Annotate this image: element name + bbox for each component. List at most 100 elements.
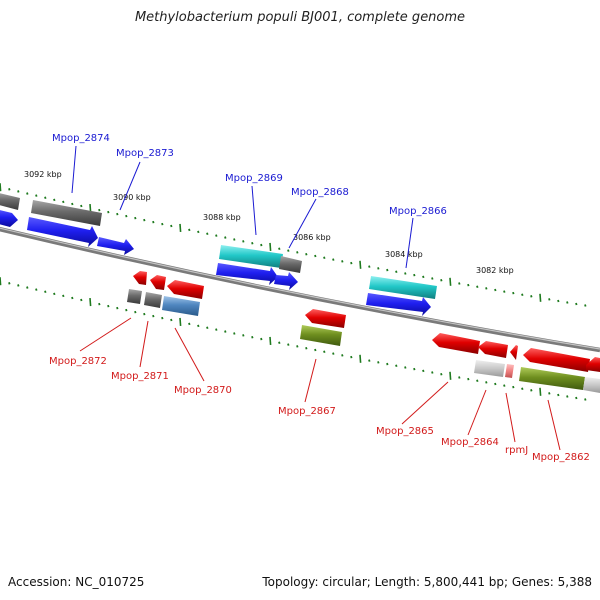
tick-mark bbox=[467, 377, 470, 381]
gene-label-mpop-2870: Mpop_2870 bbox=[174, 385, 232, 396]
tick-mark bbox=[323, 256, 326, 260]
tick-mark bbox=[431, 277, 434, 280]
kbp-label: 3090 kbp bbox=[113, 193, 151, 202]
rna-bar-mpop-2866 bbox=[369, 276, 437, 299]
tick-mark bbox=[17, 284, 20, 287]
tick-mark bbox=[8, 282, 11, 285]
cds-arrow-mpop-2864 bbox=[478, 341, 508, 358]
cds-arrow-edge-right bbox=[586, 357, 600, 372]
tick-mark bbox=[35, 288, 38, 291]
tick-mark bbox=[215, 234, 218, 237]
topology-text: Topology: circular; Length: 5,800,441 bp… bbox=[262, 575, 592, 589]
kbp-tick-marks bbox=[0, 183, 587, 401]
tick-mark bbox=[512, 291, 515, 295]
tick-mark bbox=[395, 270, 398, 274]
tick-mark bbox=[26, 286, 29, 289]
tick-mark bbox=[89, 204, 92, 213]
tick-mark bbox=[494, 288, 497, 292]
gene-label-mpop-2864: Mpop_2864 bbox=[441, 437, 499, 448]
gene-bar-mpop-2869-tail bbox=[279, 256, 302, 273]
tick-mark bbox=[125, 214, 128, 218]
tick-mark bbox=[521, 293, 524, 297]
tick-mark bbox=[341, 260, 344, 263]
tick-mark bbox=[323, 350, 326, 354]
tick-mark bbox=[53, 198, 56, 202]
tick-mark bbox=[548, 392, 551, 395]
tick-mark bbox=[188, 228, 191, 232]
tick-mark bbox=[575, 396, 578, 400]
tick-mark bbox=[296, 251, 299, 254]
tick-mark bbox=[368, 265, 371, 268]
gene-label-rpmj: rpmJ bbox=[505, 445, 528, 456]
tick-mark bbox=[179, 317, 182, 327]
tick-mark bbox=[26, 192, 29, 195]
tick-mark bbox=[305, 346, 308, 350]
tick-mark bbox=[377, 361, 380, 364]
gene-label-mpop-2871: Mpop_2871 bbox=[111, 371, 169, 382]
tick-mark bbox=[143, 218, 146, 222]
tick-mark bbox=[449, 371, 452, 380]
tick-mark bbox=[332, 258, 335, 261]
tick-mark bbox=[89, 298, 92, 307]
kbp-label: 3082 kbp bbox=[476, 266, 514, 275]
tick-mark bbox=[242, 240, 245, 243]
cds-arrow-mpop-2862 bbox=[523, 348, 590, 372]
tick-mark bbox=[143, 312, 146, 316]
cds-arrow-mpop-2867 bbox=[305, 309, 346, 328]
gene-bar-mpop-2874 bbox=[31, 200, 102, 226]
tick-mark bbox=[224, 330, 227, 333]
tick-mark bbox=[215, 328, 218, 331]
tick-mark bbox=[116, 212, 119, 216]
tick-mark bbox=[260, 337, 263, 341]
tick-mark bbox=[53, 292, 56, 296]
forward-gene-edge-left bbox=[0, 193, 20, 210]
tick-mark bbox=[278, 247, 281, 251]
tick-mark bbox=[539, 387, 542, 396]
reverse-strand-features bbox=[127, 271, 600, 393]
tick-mark bbox=[431, 371, 434, 374]
tick-mark bbox=[584, 398, 587, 401]
gene-label-mpop-2868: Mpop_2868 bbox=[291, 187, 349, 198]
tick-mark bbox=[0, 183, 2, 192]
kbp-label: 3092 kbp bbox=[24, 170, 62, 179]
tick-mark bbox=[242, 334, 245, 337]
gene-bar-mpop-2864 bbox=[474, 360, 505, 377]
rna-bar-rpmj bbox=[505, 364, 514, 378]
operon-bar-mpop-2867 bbox=[300, 325, 342, 346]
genome-backbone bbox=[0, 226, 600, 353]
tick-mark bbox=[557, 299, 560, 303]
cds-arrow-mpop-2869 bbox=[216, 263, 278, 285]
tick-mark bbox=[359, 354, 362, 363]
tick-mark bbox=[386, 362, 389, 366]
tick-mark bbox=[368, 359, 371, 362]
tick-mark bbox=[422, 369, 425, 373]
kbp-label: 3086 kbp bbox=[293, 233, 331, 242]
tick-mark bbox=[17, 190, 20, 193]
gene-bar-mpop-2872 bbox=[127, 289, 142, 304]
tick-mark bbox=[305, 252, 308, 256]
tick-mark bbox=[476, 285, 479, 289]
forward-leader-lines bbox=[71, 145, 414, 269]
tick-mark bbox=[125, 308, 128, 312]
tick-mark bbox=[296, 345, 299, 348]
cds-arrow-mpop-2868 bbox=[274, 272, 298, 290]
kbp-labels: 3092 kbp 3090 kbp 3088 kbp 3086 kbp 3084… bbox=[24, 170, 514, 275]
tick-mark bbox=[575, 302, 578, 306]
tick-mark bbox=[0, 277, 2, 286]
tick-mark bbox=[152, 314, 155, 318]
cds-arrow-rpmj bbox=[510, 345, 518, 360]
tick-mark bbox=[512, 385, 515, 389]
tick-mark bbox=[107, 304, 110, 308]
tick-mark bbox=[161, 316, 164, 320]
tick-mark bbox=[548, 298, 551, 301]
tick-mark bbox=[44, 290, 47, 294]
tick-mark bbox=[440, 278, 443, 282]
tick-mark bbox=[269, 336, 272, 345]
tick-mark bbox=[197, 324, 200, 328]
tick-mark bbox=[260, 243, 263, 247]
tick-mark bbox=[251, 335, 254, 339]
tick-mark bbox=[98, 302, 101, 306]
gene-label-mpop-2865: Mpop_2865 bbox=[376, 426, 434, 437]
rna-bar-mpop-2869 bbox=[219, 245, 283, 268]
